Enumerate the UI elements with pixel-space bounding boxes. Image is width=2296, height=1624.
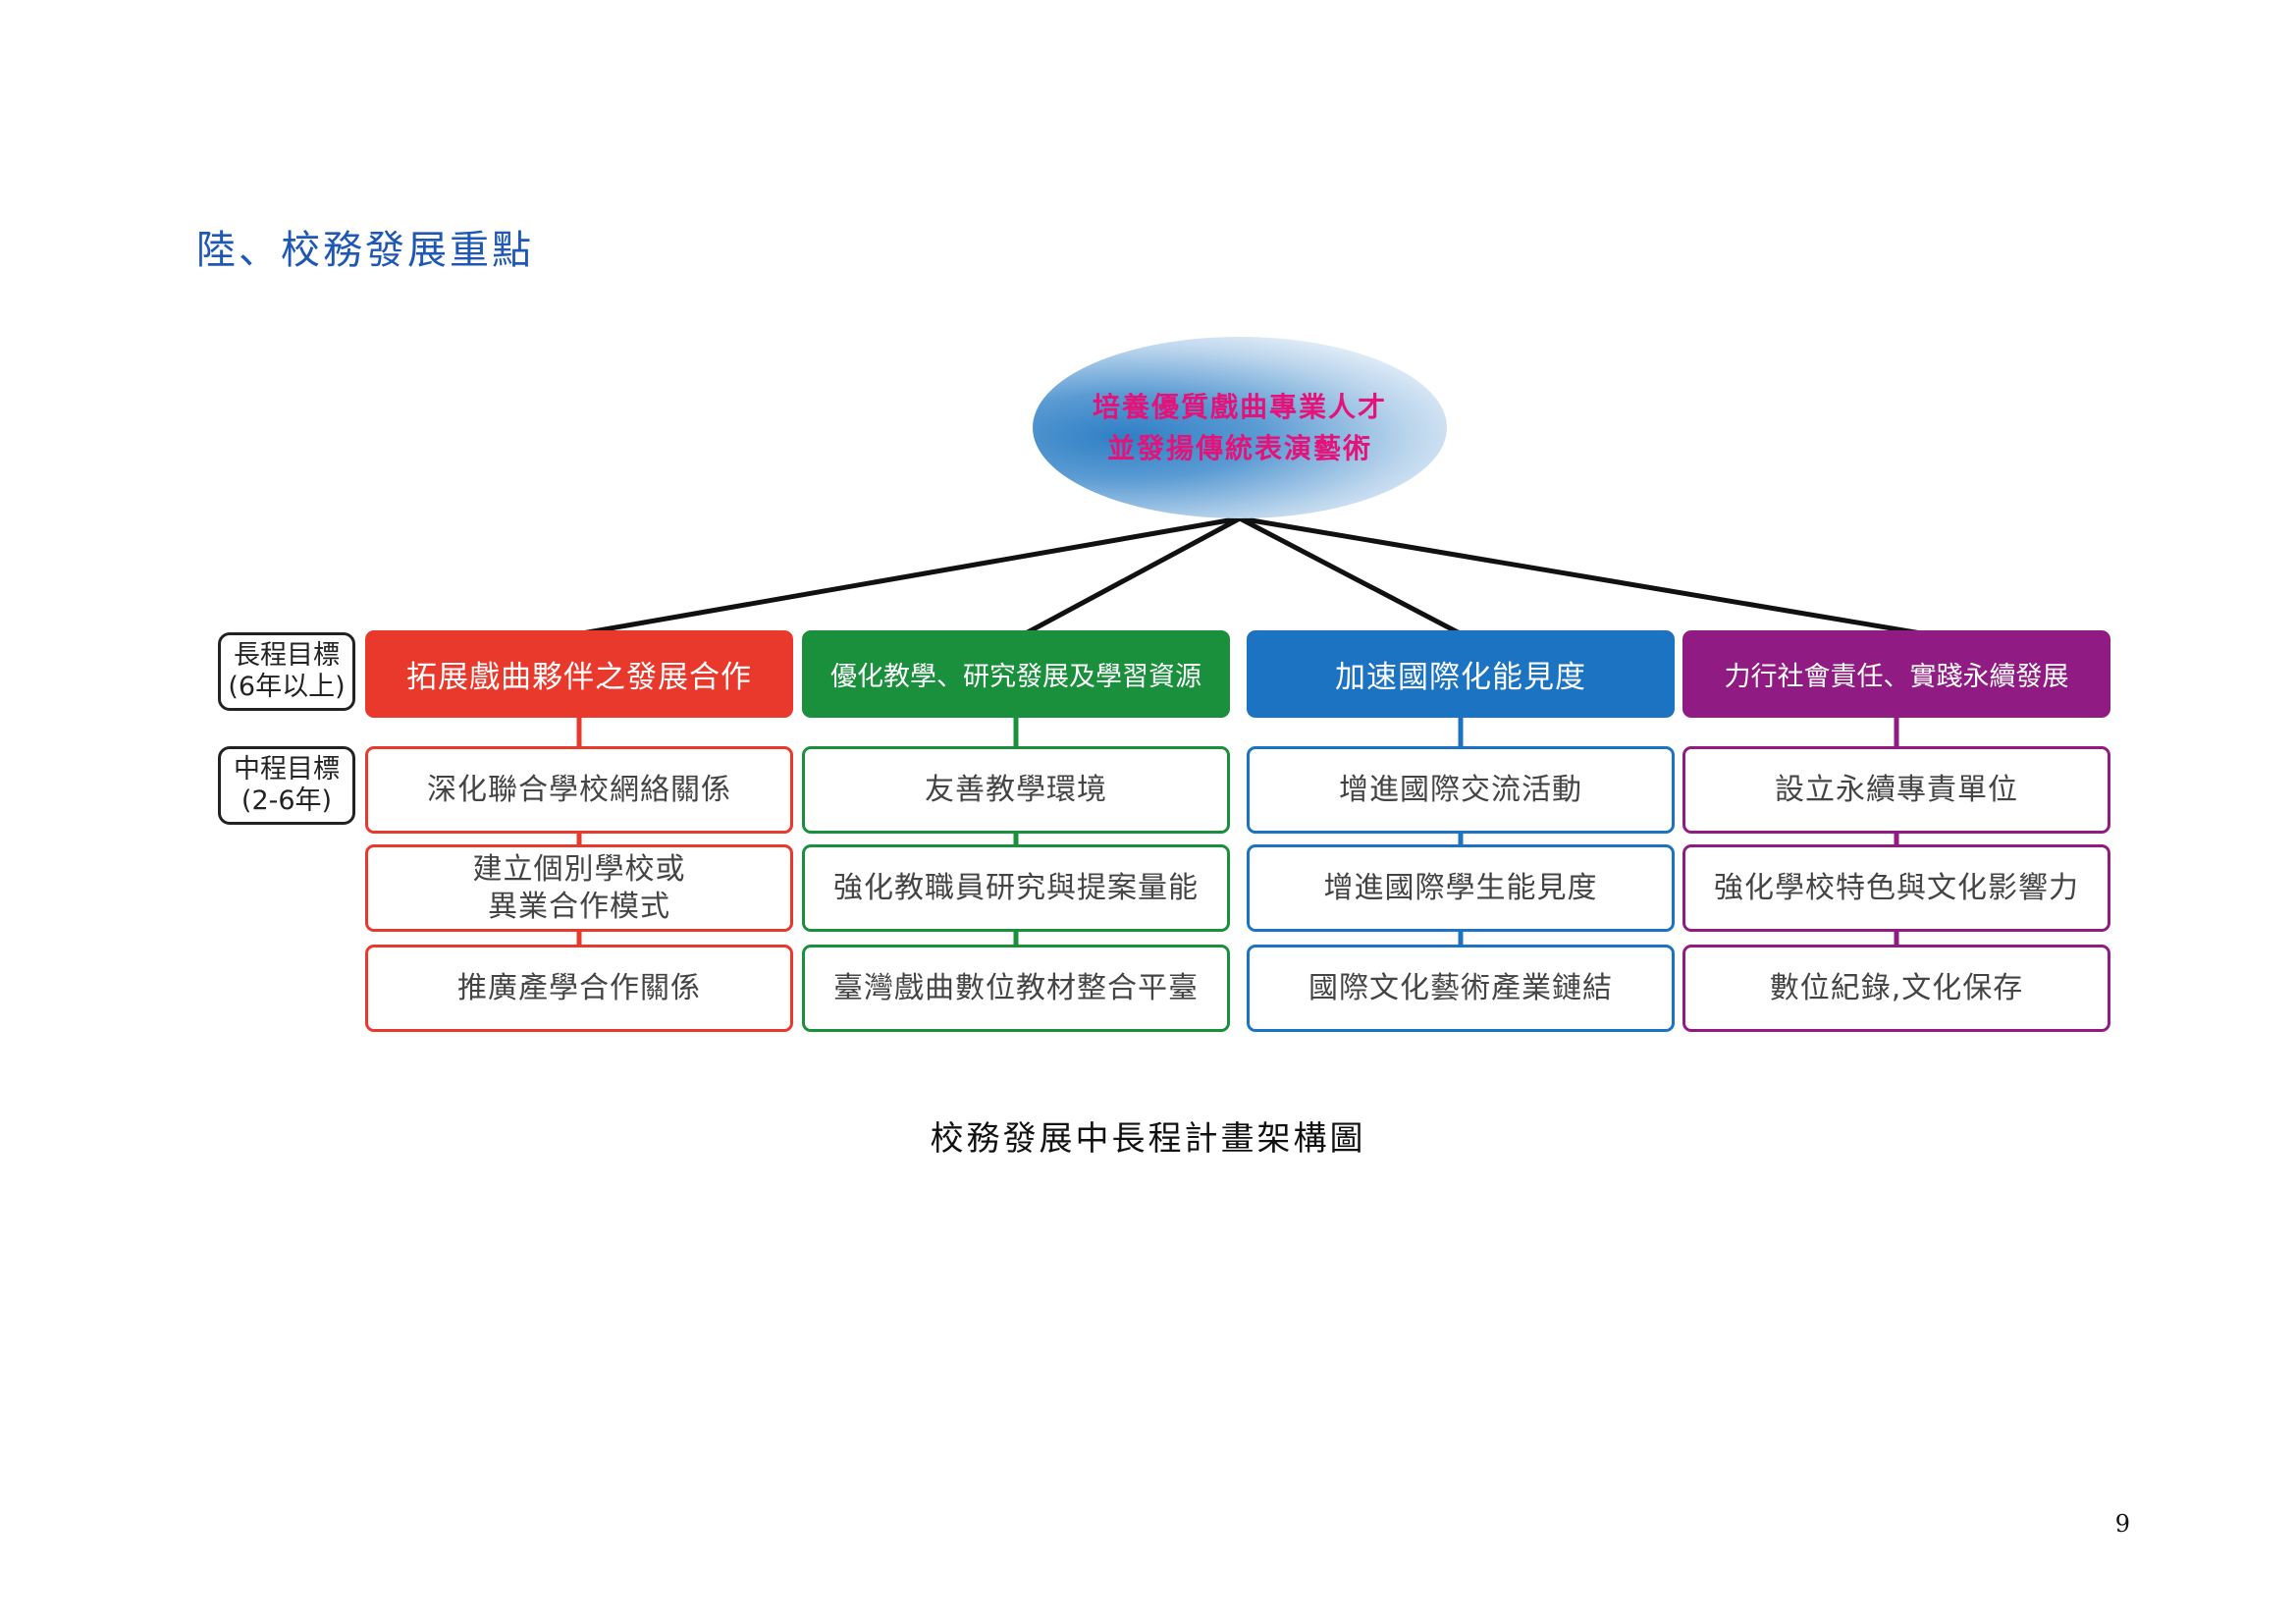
mid-term-goal-label: 深化聯合學校網絡關係 <box>427 772 731 807</box>
mid-term-goal-box: 臺灣戲曲數位教材整合平臺 <box>802 945 1230 1032</box>
long-term-label-line-2: (6年以上) <box>228 672 346 702</box>
branch-connector-2 <box>1024 515 1242 636</box>
mid-term-label: 中程目標 (2-6年) <box>218 746 355 825</box>
long-term-goal-label: 優化教學、研究發展及學習資源 <box>830 662 1201 692</box>
mid-term-goal-label: 臺灣戲曲數位教材整合平臺 <box>833 970 1199 1005</box>
long-term-label: 長程目標 (6年以上) <box>218 632 355 711</box>
long-term-goal-box: 力行社會責任、實踐永續發展 <box>1682 630 2110 718</box>
mid-term-goal-label: 異業合作模式 <box>488 889 670 924</box>
mid-term-label-line-1: 中程目標 <box>234 754 340 785</box>
branch-connector-1 <box>581 515 1241 636</box>
vision-ellipse: 培養優質戲曲專業人才 並發揚傳統表演藝術 <box>1033 337 1447 518</box>
page-number: 9 <box>2114 1510 2130 1538</box>
mid-term-goal-box: 建立個別學校或異業合作模式 <box>365 844 793 932</box>
mid-term-goal-box: 強化學校特色與文化影響力 <box>1682 844 2110 932</box>
long-term-label-line-1: 長程目標 <box>234 640 340 671</box>
mid-term-goal-label: 增進國際學生能見度 <box>1323 870 1598 905</box>
branch-connector-3 <box>1238 515 1462 636</box>
mid-term-goal-box: 深化聯合學校網絡關係 <box>365 746 793 834</box>
long-term-goal-box: 加速國際化能見度 <box>1247 630 1675 718</box>
mid-term-goal-box: 數位紀錄,文化保存 <box>1682 945 2110 1032</box>
mid-term-goal-label: 強化學校特色與文化影響力 <box>1714 870 2079 905</box>
long-term-goal-label: 力行社會責任、實踐永續發展 <box>1724 662 2069 692</box>
long-term-goal-label: 拓展戲曲夥伴之發展合作 <box>406 660 752 695</box>
mid-term-goal-label: 國際文化藝術產業鏈結 <box>1308 970 1613 1005</box>
mid-term-goal-box: 增進國際學生能見度 <box>1247 844 1675 932</box>
mid-term-goal-label: 友善教學環境 <box>925 772 1107 807</box>
mid-term-goal-box: 增進國際交流活動 <box>1247 746 1675 834</box>
mid-term-goal-label: 增進國際交流活動 <box>1339 772 1582 807</box>
vision-line-1: 培養優質戲曲專業人才 <box>1092 390 1387 423</box>
mid-term-goal-label: 數位紀錄,文化保存 <box>1769 970 2024 1005</box>
mid-term-goal-box: 國際文化藝術產業鏈結 <box>1247 945 1675 1032</box>
mid-term-goal-label: 強化教職員研究與提案量能 <box>833 870 1199 905</box>
mid-term-goal-box: 設立永續專責單位 <box>1682 746 2110 834</box>
figure-caption: 校務發展中長程計畫架構圖 <box>930 1119 1366 1159</box>
mid-term-goal-label: 推廣產學合作關係 <box>457 970 701 1005</box>
mid-term-goal-label: 設立永續專責單位 <box>1775 772 2018 807</box>
mid-term-label-line-2: (2-6年) <box>240 785 333 816</box>
branch-connector-4 <box>1239 515 1922 636</box>
section-heading: 陸、校務發展重點 <box>196 228 534 273</box>
mid-term-goal-box: 推廣產學合作關係 <box>365 945 793 1032</box>
mid-term-goal-box: 友善教學環境 <box>802 746 1230 834</box>
mid-term-goal-box: 強化教職員研究與提案量能 <box>802 844 1230 932</box>
mid-term-goal-label: 建立個別學校或 <box>472 851 686 887</box>
vision-line-2: 並發揚傳統表演藝術 <box>1106 431 1372 464</box>
long-term-goal-box: 優化教學、研究發展及學習資源 <box>802 630 1230 718</box>
long-term-goal-label: 加速國際化能見度 <box>1335 660 1586 695</box>
long-term-goal-box: 拓展戲曲夥伴之發展合作 <box>365 630 793 718</box>
